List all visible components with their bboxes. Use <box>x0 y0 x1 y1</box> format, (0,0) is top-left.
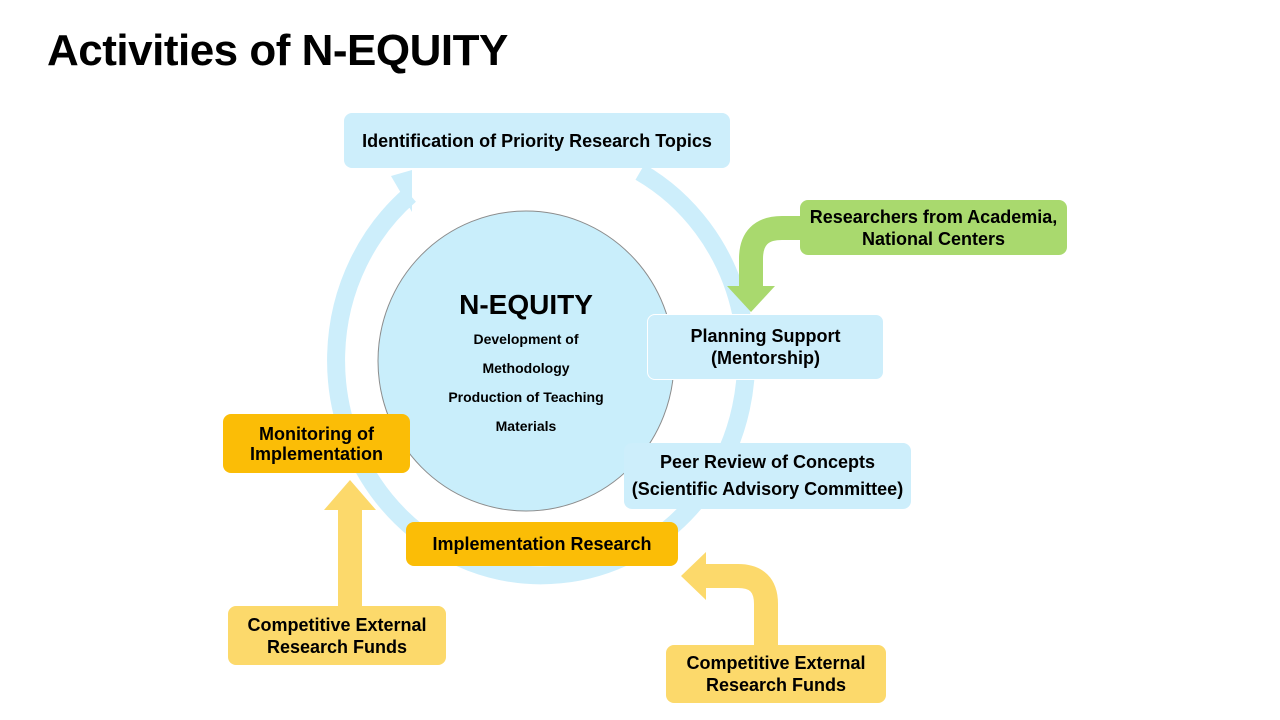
center-item: Development of <box>473 331 579 347</box>
center-label: N-EQUITY Development of Methodology Prod… <box>420 285 632 441</box>
implementation-research-label: Implementation Research <box>432 534 652 554</box>
cycle-arrow <box>327 164 756 585</box>
center-title: N-EQUITY <box>459 289 593 320</box>
funds-right-line1: Competitive External <box>686 653 866 673</box>
researchers-line2: National Centers <box>861 228 1006 249</box>
peer-review-line1: Peer Review of Concepts <box>659 452 876 472</box>
planning-line1: Planning Support <box>690 326 841 346</box>
planning-support-box: Planning Support (Mentorship) <box>647 314 884 380</box>
priority-topics-box: Identification of Priority Research Topi… <box>344 113 730 168</box>
funds-left-line2: Research Funds <box>266 636 408 657</box>
cycle-arrowhead <box>391 170 412 212</box>
researchers-box: Researchers from Academia, National Cent… <box>800 200 1067 255</box>
page-title: Activities of N-EQUITY <box>47 26 508 75</box>
funds-left-line1: Competitive External <box>247 614 427 635</box>
center-item: Methodology <box>482 360 570 376</box>
researchers-line1: Researchers from Academia, <box>809 206 1058 227</box>
implementation-research-box: Implementation Research <box>406 522 678 566</box>
yellow-arrow-right <box>706 564 778 646</box>
center-item: Materials <box>495 418 557 434</box>
peer-review-box: Peer Review of Concepts (Scientific Advi… <box>624 443 911 509</box>
funds-right-line2: Research Funds <box>705 675 847 695</box>
green-arrow <box>739 216 802 286</box>
center-item: Production of Teaching <box>448 389 604 405</box>
monitoring-line1: Monitoring of <box>259 423 374 444</box>
green-arrowhead <box>727 286 775 312</box>
peer-review-line2: (Scientific Advisory Committee) <box>631 479 904 499</box>
funds-right-box: Competitive External Research Funds <box>666 645 886 703</box>
funds-left-box: Competitive External Research Funds <box>228 606 446 665</box>
yellow-arrow-left-head <box>324 480 376 510</box>
yellow-arrow-left-shaft <box>338 508 362 608</box>
yellow-arrow-right-head <box>681 552 706 600</box>
monitoring-box: Monitoring of Implementation <box>223 414 410 473</box>
priority-topics-label: Identification of Priority Research Topi… <box>362 130 712 151</box>
planning-line2: (Mentorship) <box>711 348 820 368</box>
monitoring-line2: Implementation <box>249 443 383 464</box>
